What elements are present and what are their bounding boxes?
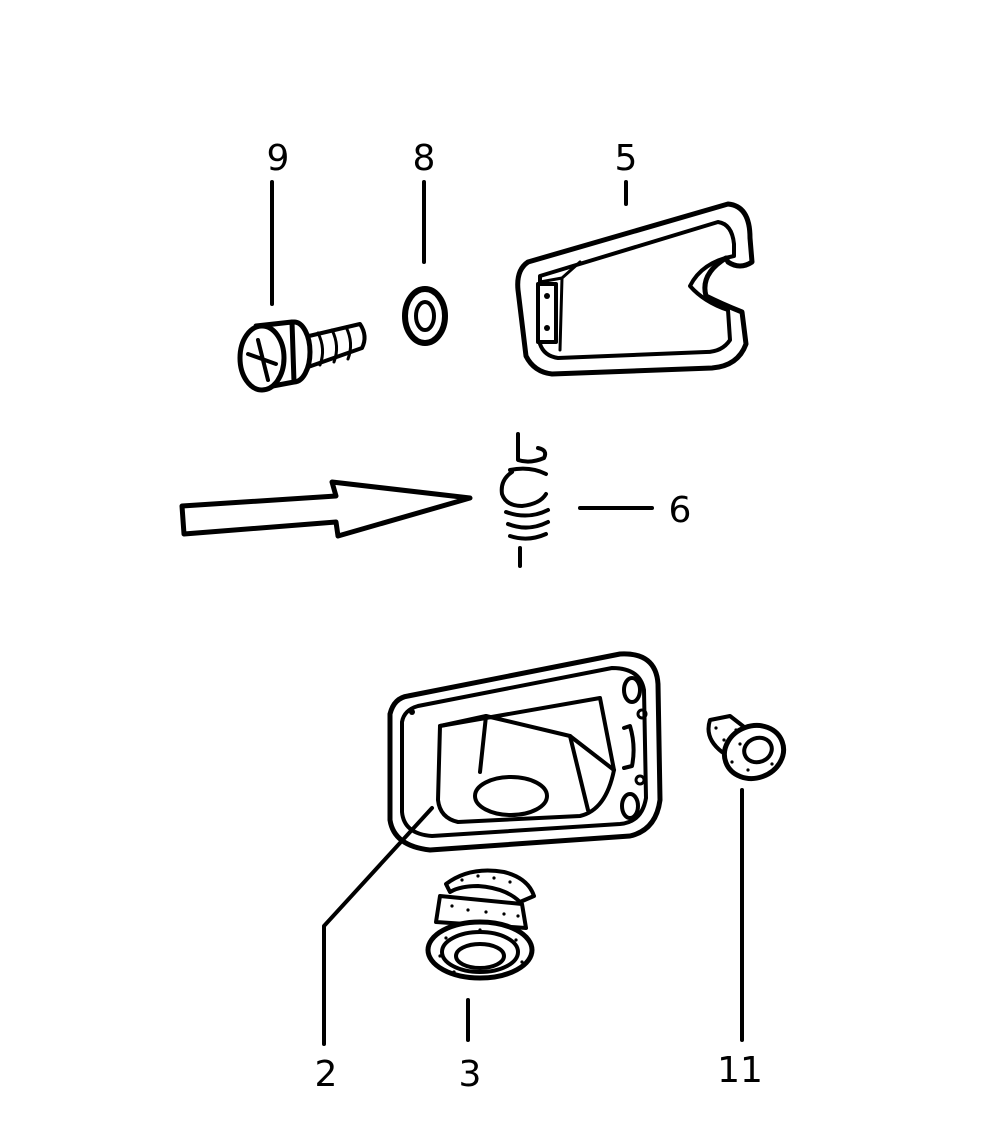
leader-2 xyxy=(322,806,434,1046)
callout-2: 2 xyxy=(315,1054,338,1095)
callout-8: 8 xyxy=(413,138,436,179)
washer-part xyxy=(402,286,448,346)
plug-part xyxy=(706,714,787,781)
lamp-housing-part xyxy=(387,651,663,853)
callout-5: 5 xyxy=(615,138,638,179)
direction-arrow xyxy=(179,479,473,539)
spring-part xyxy=(499,432,550,568)
grommet-part xyxy=(425,868,536,981)
callout-11: 11 xyxy=(717,1050,763,1091)
callout-3: 3 xyxy=(459,1054,482,1095)
leader-lines xyxy=(270,180,744,1046)
callout-9: 9 xyxy=(267,138,290,179)
lens-cover-part xyxy=(515,201,755,377)
callout-6: 6 xyxy=(669,490,692,531)
screw-part xyxy=(237,319,367,393)
grommet-texture xyxy=(438,874,524,976)
